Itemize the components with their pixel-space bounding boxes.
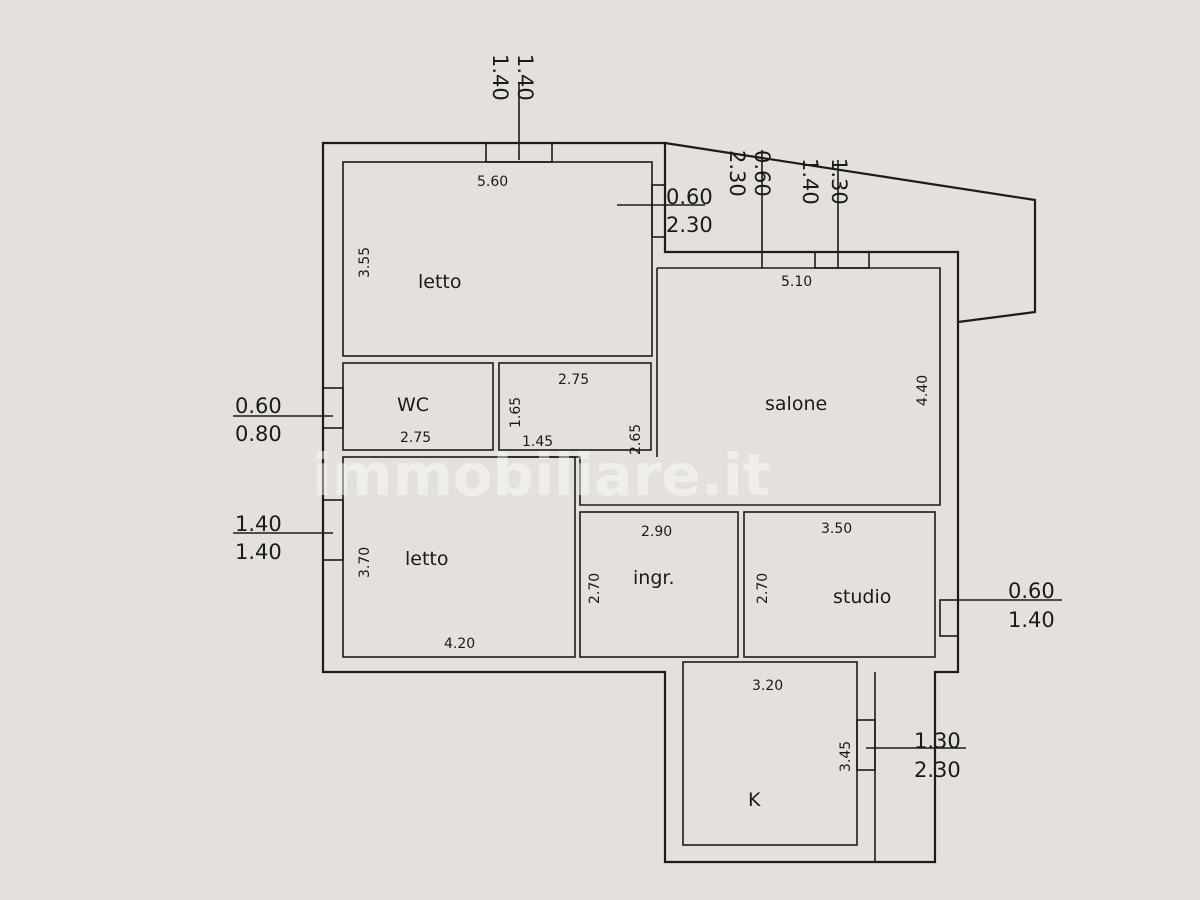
room-label: letto — [418, 271, 462, 293]
corridor-width: 1.45 — [522, 434, 553, 450]
room-height: 3.45 — [838, 741, 854, 772]
walls — [233, 82, 1062, 864]
room-wc: WC 2.75 — [397, 394, 431, 446]
opening-dim: 0.60 — [666, 185, 713, 209]
opening-dim: 2.30 — [914, 758, 961, 782]
room-label: ingr. — [633, 567, 675, 589]
opening-dim: 0.60 — [235, 394, 282, 418]
watermark: immobiliare.it — [312, 441, 770, 509]
opening-dim: 1.30 — [827, 158, 851, 205]
opening-dim: 1.40 — [1008, 608, 1055, 632]
opening-dim: 2.30 — [666, 213, 713, 237]
room-studio: studio 3.50 2.70 — [755, 521, 891, 608]
room-width: 3.20 — [752, 678, 783, 694]
opening-dimensions: 1.40 1.40 0.60 2.30 2.30 0.60 1.40 1.30 … — [235, 54, 1055, 782]
room-label: WC — [397, 394, 429, 416]
opening-dim: 1.40 — [235, 540, 282, 564]
room-label: letto — [405, 548, 449, 570]
room-closet: 2.75 1.65 1.45 2.65 — [508, 372, 644, 455]
opening-dim: 1.40 — [513, 54, 537, 101]
room-height: 3.55 — [357, 247, 373, 278]
opening-dim: 1.40 — [488, 54, 512, 101]
room-height: 4.40 — [915, 375, 931, 406]
room-width: 2.75 — [400, 430, 431, 446]
opening-dim: 2.30 — [725, 150, 749, 197]
room-width: 5.60 — [477, 174, 508, 190]
room-salone: salone 5.10 4.40 — [765, 274, 931, 415]
room-width: 2.75 — [558, 372, 589, 388]
opening-dim: 1.40 — [235, 512, 282, 536]
opening-dim: 1.40 — [798, 158, 822, 205]
room-height: 1.65 — [508, 397, 524, 428]
room-height: 2.70 — [755, 573, 771, 604]
room-label: K — [748, 789, 761, 811]
room-letto-bottom: letto 4.20 3.70 — [357, 547, 475, 652]
opening-dim: 0.60 — [750, 150, 774, 197]
room-ingresso: ingr. 2.90 2.70 — [587, 524, 675, 604]
room-label: studio — [833, 586, 891, 608]
opening-dim: 1.30 — [914, 729, 961, 753]
opening-dim: 0.80 — [235, 422, 282, 446]
corridor-height: 2.65 — [628, 424, 644, 455]
room-height: 2.70 — [587, 573, 603, 604]
opening-dim: 0.60 — [1008, 579, 1055, 603]
room-width: 5.10 — [781, 274, 812, 290]
room-width: 4.20 — [444, 636, 475, 652]
room-height: 3.70 — [357, 547, 373, 578]
room-width: 2.90 — [641, 524, 672, 540]
room-width: 3.50 — [821, 521, 852, 537]
room-label: salone — [765, 393, 827, 415]
room-letto-top: letto 5.60 3.55 — [357, 174, 508, 293]
room-kitchen: K 3.20 3.45 — [748, 678, 854, 811]
